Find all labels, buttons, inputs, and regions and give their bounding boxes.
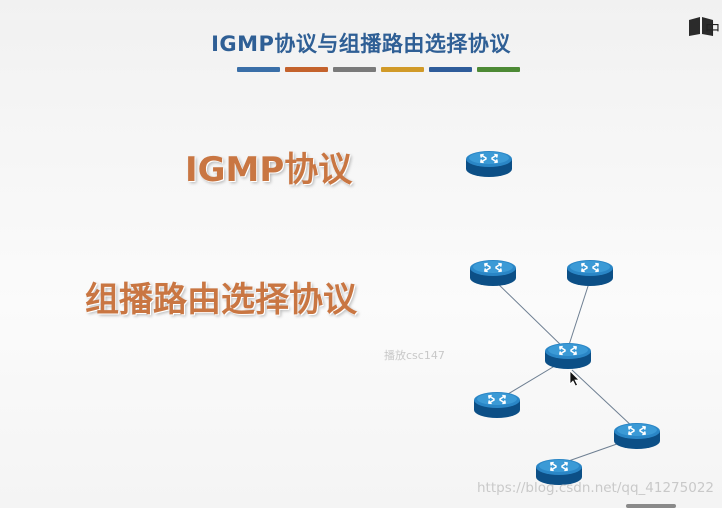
router-center-icon bbox=[544, 342, 592, 370]
heading-igmp: IGMP协议 bbox=[185, 150, 353, 190]
slide-title: IGMP协议与组播路由选择协议 bbox=[211, 32, 511, 56]
cursor-tooltip: 播放csc147 bbox=[384, 349, 445, 362]
network-links bbox=[493, 279, 635, 465]
router-standalone-icon bbox=[465, 150, 513, 178]
heading-multicast-routing: 组播路由选择协议 bbox=[85, 280, 357, 320]
router-top-right-icon bbox=[566, 259, 614, 287]
title-underline-bars bbox=[237, 67, 520, 72]
router-bottom-left-icon bbox=[473, 391, 521, 419]
title-bar bbox=[477, 67, 520, 72]
book-logo-icon bbox=[689, 17, 713, 36]
router-bottom-right-icon bbox=[613, 422, 661, 450]
title-bar bbox=[429, 67, 472, 72]
router-top-left-icon bbox=[469, 259, 517, 287]
title-bar bbox=[381, 67, 424, 72]
logo-text: 中 bbox=[704, 20, 720, 38]
bottom-edge-mark bbox=[626, 504, 676, 508]
mouse-pointer-icon bbox=[569, 370, 580, 387]
title-bar bbox=[333, 67, 376, 72]
watermark-url: https://blog.csdn.net/qq_41275022 bbox=[476, 480, 714, 496]
title-bar bbox=[237, 67, 280, 72]
title-bar bbox=[285, 67, 328, 72]
